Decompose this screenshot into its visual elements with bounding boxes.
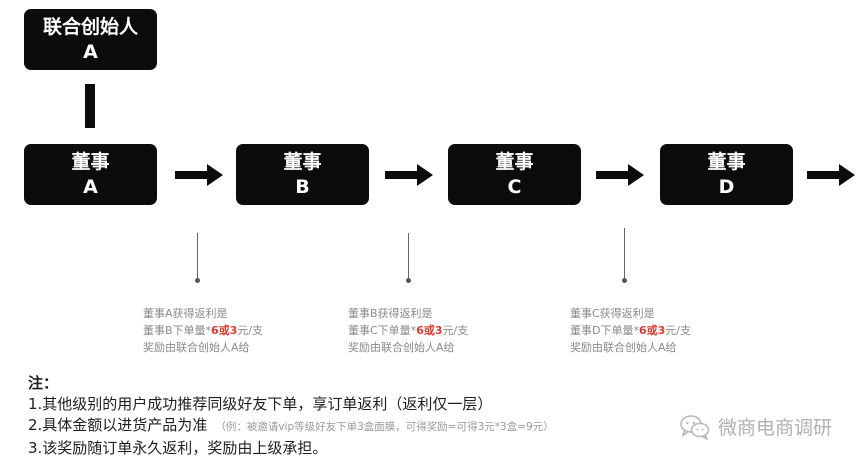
desc-line-3: 奖励由联合创始人A给 <box>570 341 677 354</box>
director-letter: C <box>507 175 522 198</box>
desc-suffix: 元/支 <box>665 324 692 337</box>
wechat-icon <box>680 414 710 440</box>
desc-prefix: 董事D下单量* <box>570 324 639 337</box>
note-item-1: 1.其他级别的用户成功推荐同级好友下单，享订单返利（返利仅一层） <box>28 395 493 413</box>
arrow-right-icon <box>175 164 223 186</box>
rebate-description-b: 董事B获得返利是 董事C下单量*6或3元/支 奖励由联合创始人A给 <box>348 305 468 356</box>
desc-suffix: 元/支 <box>237 324 264 337</box>
founder-title: 联合创始人 <box>42 15 138 38</box>
desc-line-1: 董事B获得返利是 <box>348 307 433 320</box>
rebate-description-c: 董事C获得返利是 董事D下单量*6或3元/支 奖励由联合创始人A给 <box>570 305 691 356</box>
director-box-b: 董事 B <box>236 144 369 205</box>
desc-line-2: 董事D下单量*6或3元/支 <box>570 322 691 339</box>
pointer-line <box>197 233 198 280</box>
director-box-d: 董事 D <box>660 144 793 205</box>
director-letter: A <box>83 175 98 198</box>
director-box-c: 董事 C <box>448 144 581 205</box>
desc-highlight: 6或3 <box>416 324 443 337</box>
pointer-dot <box>195 278 200 283</box>
desc-line-2: 董事C下单量*6或3元/支 <box>348 322 468 339</box>
founder-connector <box>85 84 95 128</box>
director-box-a: 董事 A <box>24 144 157 205</box>
desc-line-2: 董事B下单量*6或3元/支 <box>143 322 263 339</box>
pointer-dot <box>406 278 411 283</box>
director-title: 董事 <box>71 150 110 173</box>
director-letter: B <box>295 175 310 198</box>
desc-line-3: 奖励由联合创始人A给 <box>143 341 250 354</box>
arrow-right-icon <box>596 164 644 186</box>
founder-letter: A <box>83 40 98 63</box>
rebate-description-a: 董事A获得返利是 董事B下单量*6或3元/支 奖励由联合创始人A给 <box>143 305 263 356</box>
director-title: 董事 <box>707 150 746 173</box>
note-item-2-example: （例：被邀请vip等级好友下单3盒面膜，可得奖励=可得3元*3盒=9元） <box>215 421 554 433</box>
desc-suffix: 元/支 <box>442 324 469 337</box>
note-item-2: 2.具体金额以进货产品为准 （例：被邀请vip等级好友下单3盒面膜，可得奖励=可得… <box>28 415 554 438</box>
note-item-3: 3.该奖励随订单永久返利，奖励由上级承担。 <box>28 439 328 457</box>
desc-highlight: 6或3 <box>211 324 238 337</box>
arrow-right-icon <box>385 164 433 186</box>
desc-line-1: 董事A获得返利是 <box>143 307 228 320</box>
director-title: 董事 <box>495 150 534 173</box>
desc-prefix: 董事C下单量* <box>348 324 417 337</box>
desc-line-3: 奖励由联合创始人A给 <box>348 341 455 354</box>
pointer-line <box>408 233 409 280</box>
founder-box: 联合创始人 A <box>24 9 157 70</box>
director-letter: D <box>718 175 735 198</box>
desc-highlight: 6或3 <box>638 324 666 337</box>
note-item-2-text: 2.具体金额以进货产品为准 <box>28 416 208 434</box>
director-title: 董事 <box>283 150 322 173</box>
arrow-right-icon <box>807 164 855 186</box>
desc-line-1: 董事C获得返利是 <box>570 307 655 320</box>
notes-section: 注： 1.其他级别的用户成功推荐同级好友下单，享订单返利（返利仅一层） 2.具体… <box>28 373 554 459</box>
watermark: 微商电商调研 <box>680 413 832 440</box>
pointer-dot <box>622 278 627 283</box>
desc-prefix: 董事B下单量* <box>143 324 212 337</box>
watermark-text: 微商电商调研 <box>718 417 833 439</box>
notes-title: 注： <box>28 374 59 392</box>
pointer-line <box>624 228 625 280</box>
